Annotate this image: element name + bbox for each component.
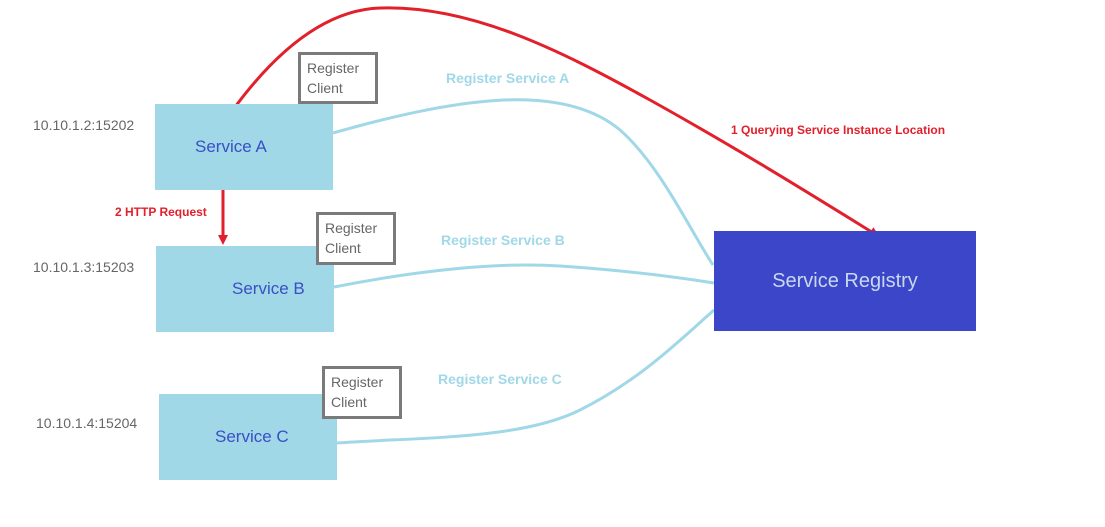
service-registry-label: Service Registry <box>772 269 918 292</box>
query-label: 1 Querying Service Instance Location <box>731 123 946 137</box>
address-service-a: 10.10.1.2:15202 <box>33 117 135 133</box>
register-service-a-label: Register Service A <box>446 70 570 86</box>
service-b-label: Service B <box>232 279 305 298</box>
register-line-c <box>336 308 715 445</box>
service-a-node[interactable]: Service A <box>155 104 333 190</box>
service-a-label: Service A <box>195 137 267 156</box>
register-service-b-label: Register Service B <box>441 232 565 248</box>
service-registry-node[interactable]: Service Registry <box>714 231 976 331</box>
address-service-b: 10.10.1.3:15203 <box>33 259 135 275</box>
http-request-label: 2 HTTP Request <box>115 205 207 219</box>
address-service-c: 10.10.1.4:15204 <box>36 415 138 431</box>
service-c-label: Service C <box>215 427 289 446</box>
service-c-node[interactable]: Service C <box>159 394 337 480</box>
register-service-c-label: Register Service C <box>438 371 562 387</box>
register-client-a: Register Client <box>298 52 378 104</box>
register-client-b: Register Client <box>316 212 396 265</box>
query-arrow <box>228 6 880 237</box>
service-b-node[interactable]: Service B <box>156 246 334 332</box>
register-client-c: Register Client <box>322 366 402 419</box>
register-line-b <box>333 263 715 289</box>
